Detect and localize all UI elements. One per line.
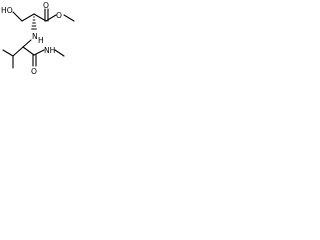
structure-diagram: HO O O N H O NH bbox=[1, 1, 75, 76]
bond-ccarbonyl-oester bbox=[45, 14, 57, 22]
bond-n-ch bbox=[22, 39, 32, 48]
bond-camide-nh bbox=[33, 49, 45, 56]
atom-label-amine-hydrogen: H bbox=[38, 36, 44, 45]
bond-nh-methyl bbox=[54, 49, 65, 57]
stereo-hash-wedge bbox=[31, 16, 37, 30]
atom-label-amide-nh: NH bbox=[44, 46, 55, 55]
bond-ipr-methyl-left bbox=[2, 49, 14, 57]
bond-ch-cipr bbox=[12, 46, 24, 57]
bond-oester-methyl bbox=[63, 14, 75, 22]
atom-label-amine-nitrogen: N bbox=[32, 32, 38, 41]
bond-ch-camide bbox=[22, 46, 35, 56]
atom-label-amide-oxygen: O bbox=[31, 67, 37, 76]
bond-ch2-calpha bbox=[21, 13, 35, 22]
atom-label-hydroxyl: HO bbox=[1, 6, 13, 15]
bond-calpha-ccarbonyl bbox=[33, 13, 47, 22]
atom-label-ester-oxygen: O bbox=[56, 11, 62, 20]
bond-ho-ch2 bbox=[12, 11, 23, 22]
atom-label-carbonyl-oxygen: O bbox=[43, 1, 49, 10]
